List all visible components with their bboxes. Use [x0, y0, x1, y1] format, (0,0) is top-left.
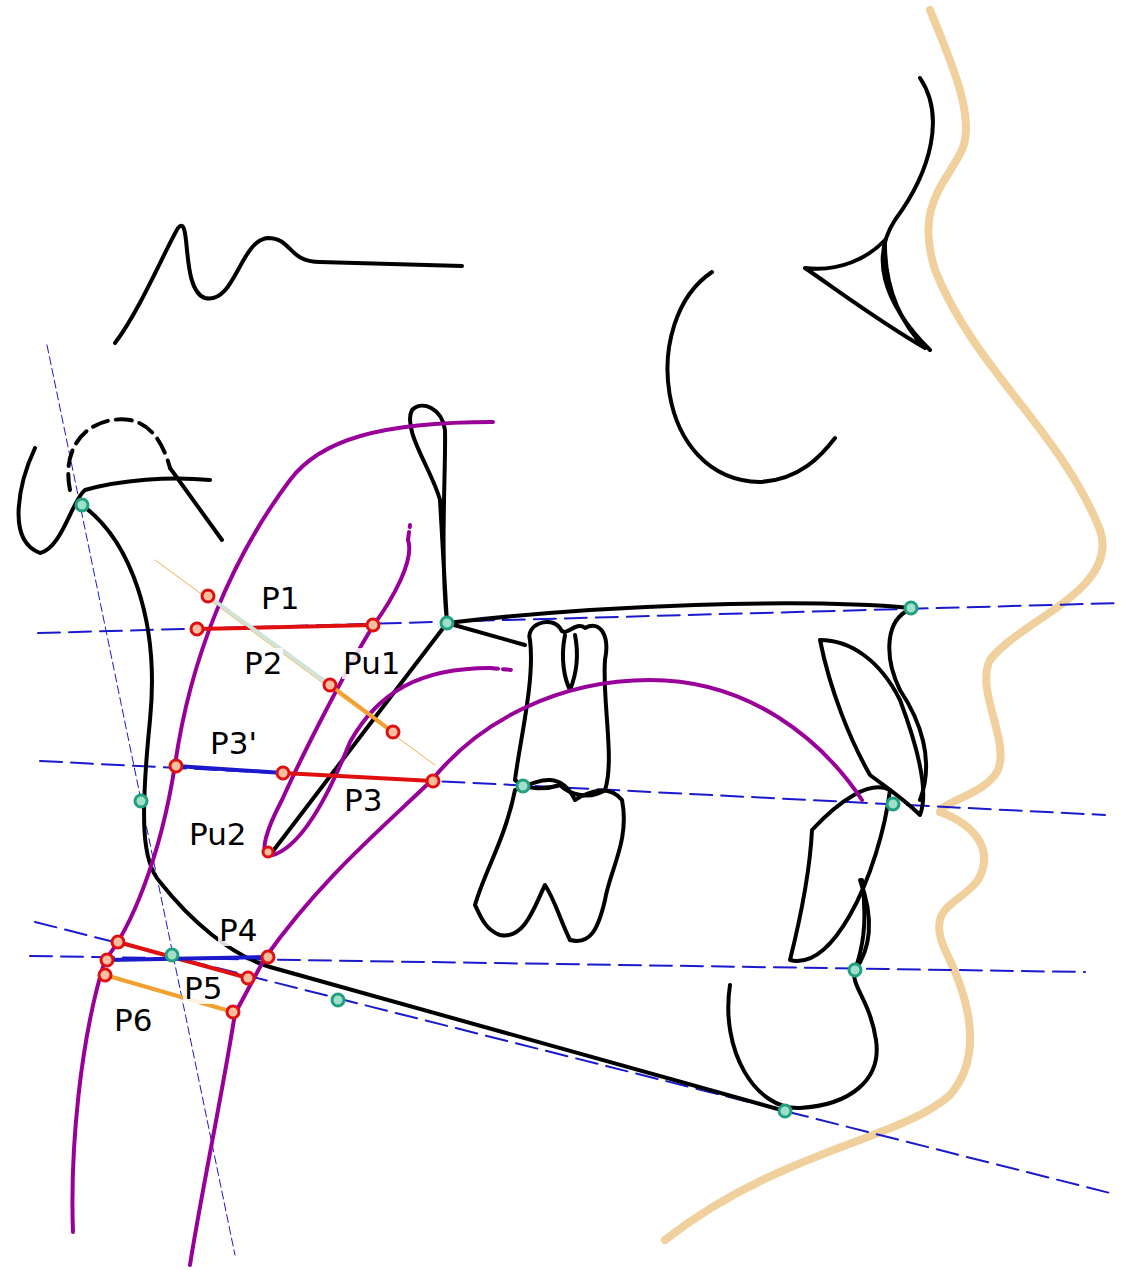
measurement-label: P6 [113, 1005, 153, 1036]
measurement-label: P4 [218, 915, 258, 946]
measurement-label: Pu2 [188, 819, 248, 850]
measurement-label: P5 [183, 973, 223, 1004]
measurement-label: P3' [209, 728, 258, 759]
measurement-label: Pu1 [342, 648, 402, 679]
measurement-label: P2 [243, 648, 283, 679]
measurement-label: P1 [260, 583, 300, 614]
measurement-label: P3 [343, 785, 383, 816]
